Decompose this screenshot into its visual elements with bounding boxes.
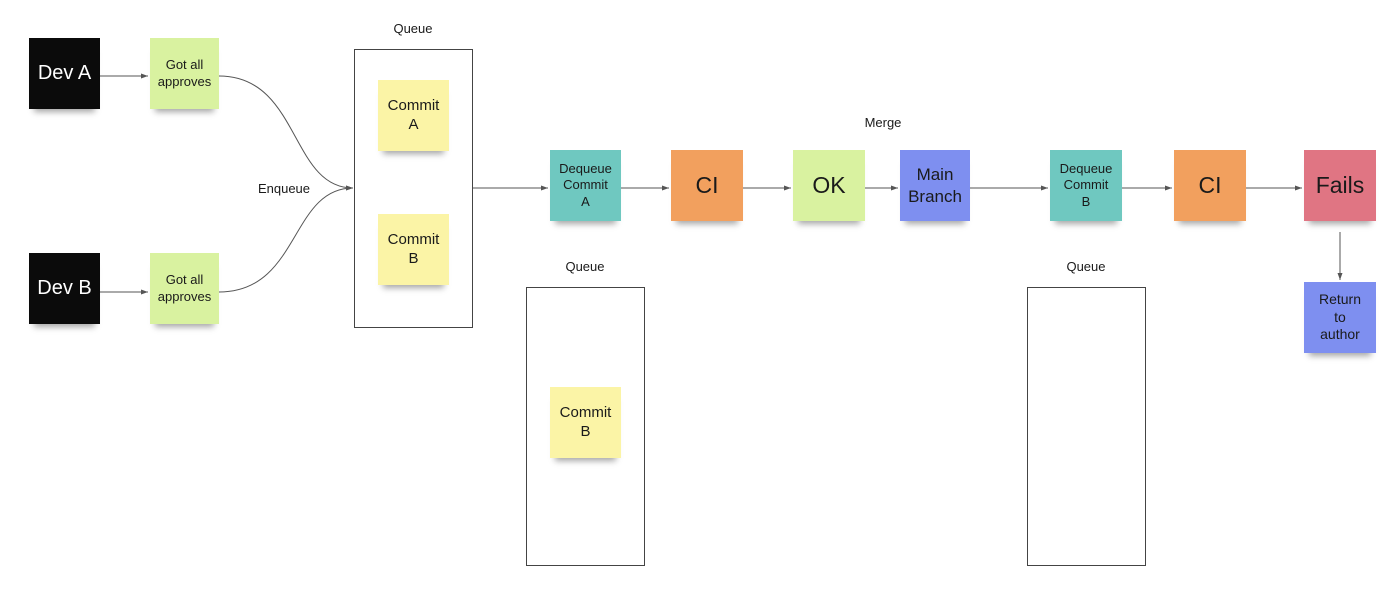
dequeue-b-text: Dequeue Commit B xyxy=(1059,161,1113,209)
ci-note-1: CI xyxy=(671,150,743,221)
return-to-author-note: Return to author xyxy=(1304,282,1376,353)
queue-label-third: Queue xyxy=(1066,259,1106,274)
ci-text-1: CI xyxy=(695,172,719,199)
queue-frame-after-dequeue-b xyxy=(1027,287,1146,566)
ok-note: OK xyxy=(793,150,865,221)
queue-frame-after-dequeue-a xyxy=(526,287,645,566)
queue-commit-a-text: Commit A xyxy=(387,96,440,133)
queue-commit-a-note: Commit A xyxy=(378,80,449,151)
dev-a-text: Dev A xyxy=(37,62,92,84)
approve-b-text: Got all approves xyxy=(157,272,212,304)
queue-frame-main xyxy=(354,49,473,328)
return-to-author-text: Return to author xyxy=(1318,291,1362,343)
arrow-approve-b-to-queue xyxy=(218,185,354,293)
second-queue-commit-b-text: Commit B xyxy=(559,403,612,440)
fails-text: Fails xyxy=(1315,172,1365,199)
approve-a-text: Got all approves xyxy=(157,57,212,89)
queue-label-main: Queue xyxy=(393,21,433,36)
ci-text-2: CI xyxy=(1198,172,1222,199)
dev-b-text: Dev B xyxy=(37,277,92,299)
approve-b-note: Got all approves xyxy=(150,253,219,324)
queue-commit-b-note: Commit B xyxy=(378,214,449,285)
approve-a-note: Got all approves xyxy=(150,38,219,109)
dequeue-b-note: Dequeue Commit B xyxy=(1050,150,1122,221)
merge-label: Merge xyxy=(864,115,902,130)
queue-commit-b-text: Commit B xyxy=(387,230,440,267)
fails-note: Fails xyxy=(1304,150,1376,221)
dequeue-a-note: Dequeue Commit A xyxy=(550,150,621,221)
arrow-approve-a-to-queue xyxy=(218,75,354,191)
main-branch-text: Main Branch xyxy=(908,165,962,206)
main-branch-note: Main Branch xyxy=(900,150,970,221)
dev-a-note: Dev A xyxy=(29,38,100,109)
enqueue-label: Enqueue xyxy=(257,181,311,196)
ci-note-2: CI xyxy=(1174,150,1246,221)
dev-b-note: Dev B xyxy=(29,253,100,324)
queue-label-second: Queue xyxy=(565,259,605,274)
second-queue-commit-b-note: Commit B xyxy=(550,387,621,458)
dequeue-a-text: Dequeue Commit A xyxy=(559,161,612,209)
ok-text: OK xyxy=(812,172,846,199)
